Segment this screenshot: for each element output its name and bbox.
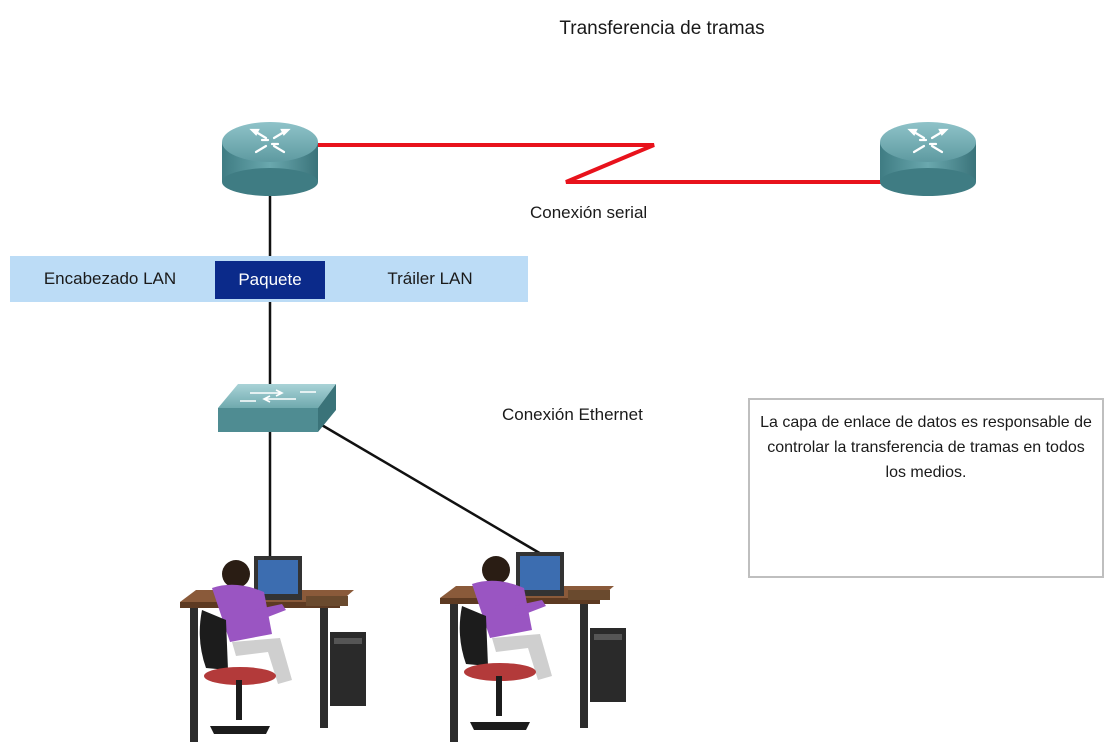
ethernet-links — [268, 190, 549, 590]
frame-trailer-label: Tráiler LAN — [387, 269, 473, 288]
frame-packet-label: Paquete — [215, 261, 325, 299]
ethernet-connection-label: Conexión Ethernet — [502, 405, 643, 424]
serial-connection-label: Conexión serial — [530, 203, 648, 222]
router-icon — [222, 122, 318, 196]
serial-link — [318, 143, 886, 184]
workstation-icon — [440, 552, 626, 742]
diagram-title: Transferencia de tramas — [559, 18, 765, 39]
info-box: La capa de enlace de datos es responsabl… — [748, 398, 1104, 578]
lan-frame: Encabezado LAN Paquete Tráiler LAN — [10, 256, 528, 302]
switch-icon — [218, 384, 336, 432]
info-text: La capa de enlace de datos es responsabl… — [760, 414, 1092, 481]
workstation-icon — [180, 556, 366, 742]
frame-header-label: Encabezado LAN — [43, 269, 177, 288]
router-icon — [880, 122, 976, 196]
